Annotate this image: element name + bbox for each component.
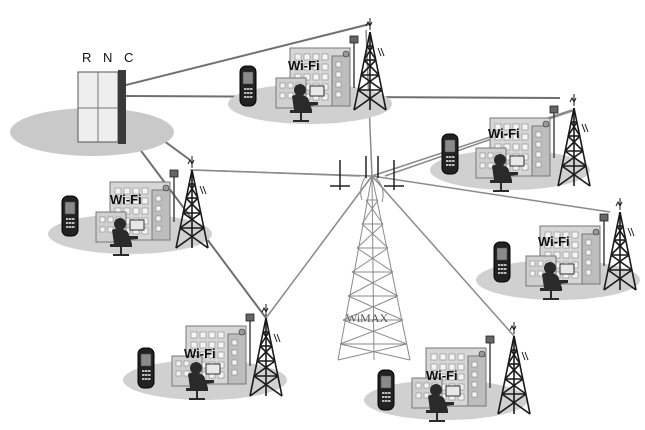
wifi-cell-4: Wi-Fi (476, 197, 640, 300)
wifi-cell-5: Wi-Fi (123, 303, 287, 400)
wimax-antenna (330, 156, 404, 190)
wifi-label-2: Wi-Fi (488, 126, 520, 141)
wifi-label-1: Wi-Fi (288, 58, 320, 73)
wifi-label-5: Wi-Fi (184, 346, 216, 361)
rnc-node: R N C (10, 50, 174, 156)
wifi-label-6: Wi-Fi (426, 368, 458, 383)
wimax-label: WiMAX (346, 311, 389, 325)
rnc-label: R N C (82, 50, 137, 65)
wifi-label-3: Wi-Fi (110, 192, 142, 207)
wifi-label-4: Wi-Fi (538, 234, 570, 249)
wifi-cell-1: Wi-Fi (228, 17, 392, 124)
wifi-cell-6: Wi-Fi (364, 321, 531, 422)
wimax-tower (337, 175, 411, 361)
wifi-cell-2: Wi-Fi (430, 93, 591, 192)
wifi-cell-3: Wi-Fi (48, 155, 212, 256)
